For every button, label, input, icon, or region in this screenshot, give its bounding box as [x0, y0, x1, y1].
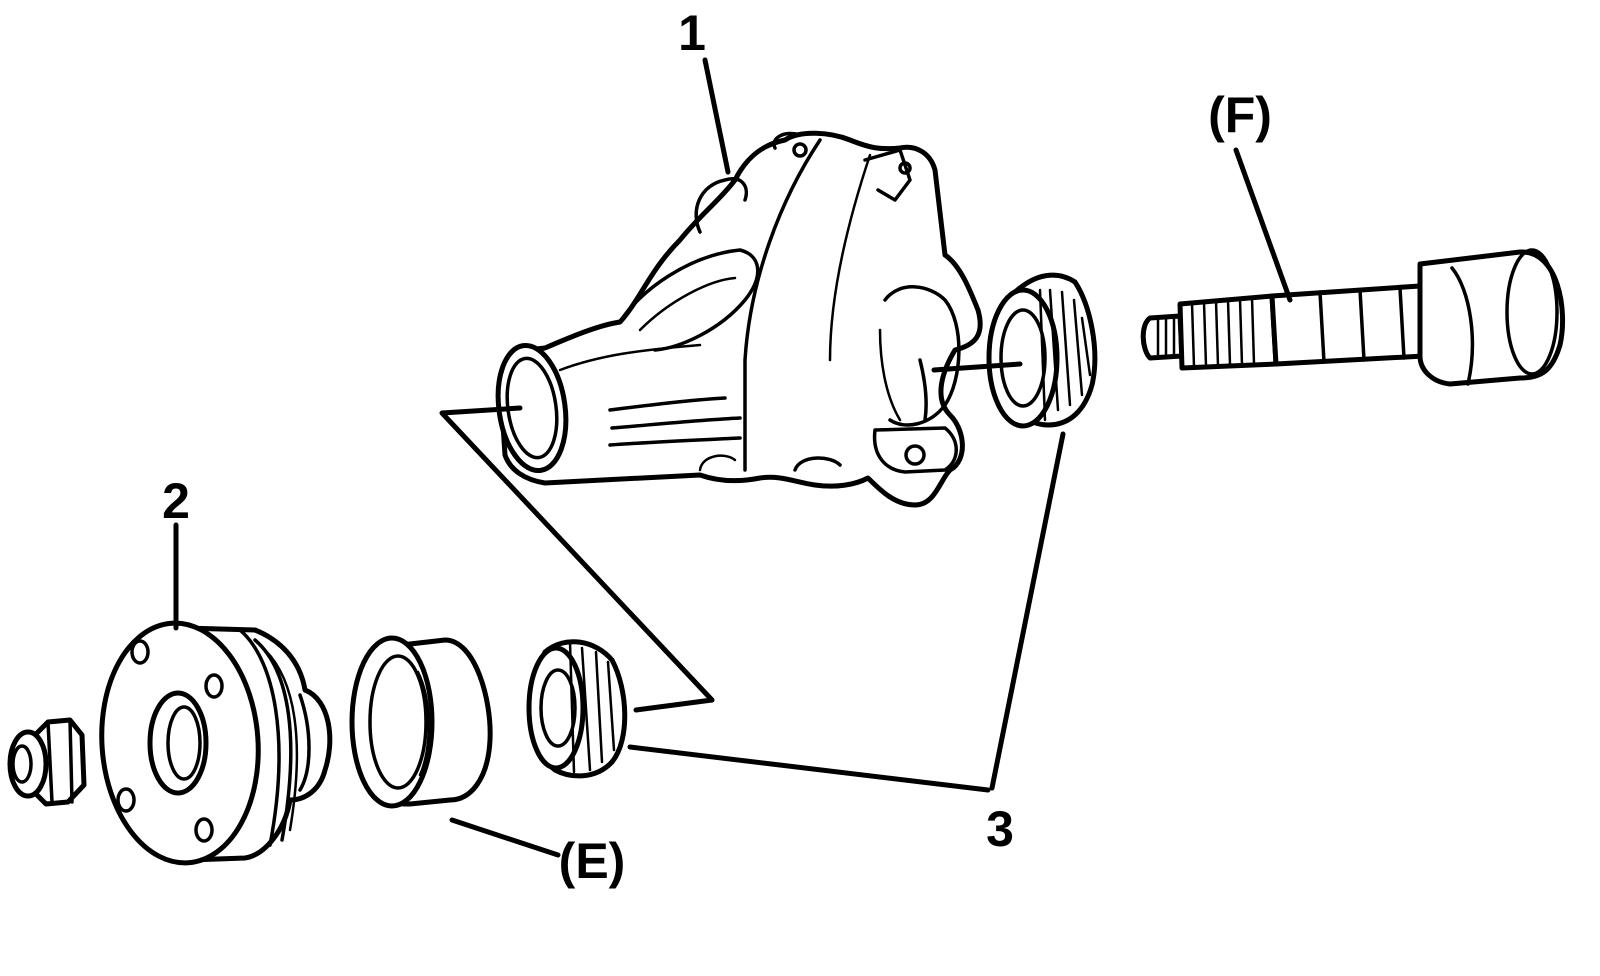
leader-line-bracket-a: [439, 405, 715, 713]
callout-f: (F): [1208, 87, 1272, 143]
companion-flange-icon: [99, 620, 333, 866]
leader-line-3b: [627, 744, 991, 793]
callout-3: 3: [986, 801, 1014, 857]
leader-lines: [173, 57, 1293, 858]
front-tapered-roller-bearing-icon: [526, 639, 628, 779]
callout-1: 1: [678, 5, 706, 61]
pinion-installer-tool-icon: [1140, 248, 1565, 387]
leader-line-bracket-b: [931, 361, 1023, 373]
bearing-cup-installer-icon: [349, 635, 493, 809]
leader-line-e: [449, 817, 561, 858]
leader-line-3a: [989, 431, 1066, 791]
callout-e: (E): [559, 833, 626, 889]
leader-line-1: [702, 57, 731, 175]
differential-housing-icon: [495, 130, 983, 508]
pinion-nut-icon: [7, 717, 87, 807]
rear-tapered-roller-bearing-icon: [986, 272, 1098, 429]
leader-line-f: [1233, 147, 1293, 303]
callout-2: 2: [162, 473, 190, 529]
